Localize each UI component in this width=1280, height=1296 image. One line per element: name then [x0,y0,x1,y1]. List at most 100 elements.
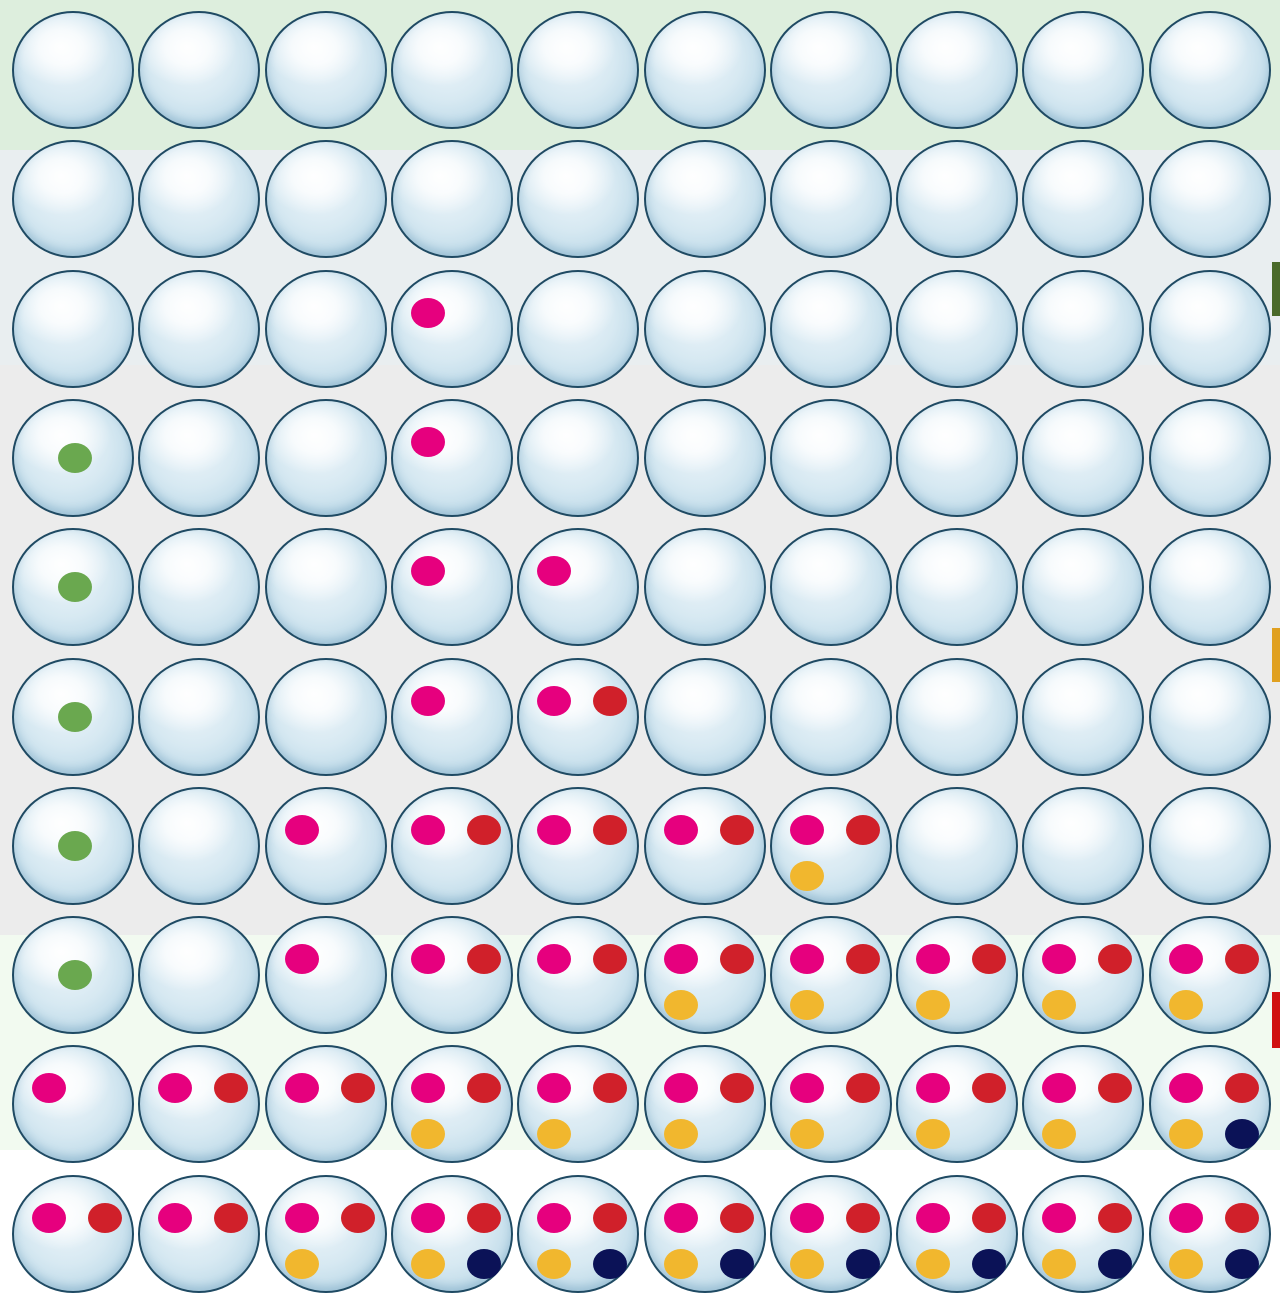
tube-cell [138,1175,260,1293]
red-dot [467,1073,501,1103]
tube-cell [517,528,639,646]
red-dot [88,1203,122,1233]
red-dot [972,944,1006,974]
magenta-dot [158,1203,192,1233]
tube-cell [896,916,1018,1034]
tube-cell [265,916,387,1034]
magenta-dot [285,1073,319,1103]
green-dot [58,443,92,473]
tube-cell [138,1045,260,1163]
tube-cell [1022,1175,1144,1293]
yellow-dot [1042,1119,1076,1149]
red-dot [341,1203,375,1233]
tube-cell [644,399,766,517]
tube-cell [391,787,513,905]
yellow-dot [1042,1249,1076,1279]
tube-cell [138,916,260,1034]
tube-cell [896,270,1018,388]
magenta-dot [1169,1203,1203,1233]
red-dot [846,1073,880,1103]
tube-cell [391,1175,513,1293]
tube-cell [770,787,892,905]
tube-cell [391,658,513,776]
tube-cell [644,528,766,646]
magenta-dot [411,556,445,586]
tube-cell [1149,528,1271,646]
tube-cell [1022,916,1144,1034]
red-dot [1225,1203,1259,1233]
tube-cell [1149,399,1271,517]
tube-cell [138,270,260,388]
red-dot [1098,1203,1132,1233]
tube-cell [770,1175,892,1293]
tube-cell [1149,916,1271,1034]
red-dot [846,944,880,974]
tube-cell [138,528,260,646]
red-dot [214,1203,248,1233]
tube-cell [1022,270,1144,388]
tube-cell [644,270,766,388]
tube-cell [517,1175,639,1293]
magenta-dot [411,815,445,845]
red-dot [720,944,754,974]
magenta-dot [790,1203,824,1233]
magenta-dot [1169,944,1203,974]
red-dot [593,686,627,716]
green-dot [58,572,92,602]
navy-dot [1225,1249,1259,1279]
tube-cell [265,11,387,129]
tube-cell [1022,1045,1144,1163]
tube-cell [265,140,387,258]
tube-cell [1149,11,1271,129]
magenta-dot [537,1073,571,1103]
yellow-dot [790,1119,824,1149]
tube-cell [770,658,892,776]
tube-cell [770,11,892,129]
tube-cell [265,787,387,905]
navy-dot [1098,1249,1132,1279]
tube-cell [517,1045,639,1163]
tube-cell [517,399,639,517]
tube-cell [896,399,1018,517]
red-dot [972,1203,1006,1233]
tube-cell [770,140,892,258]
magenta-dot [285,944,319,974]
navy-dot [593,1249,627,1279]
magenta-dot [411,944,445,974]
yellow-dot [1169,990,1203,1020]
tube-cell [1022,11,1144,129]
magenta-dot [411,427,445,457]
tube-cell [265,1045,387,1163]
yellow-dot [411,1249,445,1279]
tube-cell [12,270,134,388]
yellow-dot [285,1249,319,1279]
tube-cell [770,270,892,388]
magenta-dot [790,1073,824,1103]
tube-cell [138,399,260,517]
magenta-dot [1042,944,1076,974]
tube-cell [138,140,260,258]
tube-cell [391,528,513,646]
red-dot [720,1073,754,1103]
green-dot [58,831,92,861]
red-dot [846,815,880,845]
yellow-dot [916,990,950,1020]
yellow-dot [916,1249,950,1279]
navy-dot [1225,1119,1259,1149]
tube-cell [644,658,766,776]
navy-dot [972,1249,1006,1279]
red-dot [972,1073,1006,1103]
magenta-dot [664,944,698,974]
tube-cell [1149,787,1271,905]
tube-cell [12,399,134,517]
yellow-dot [790,861,824,891]
tube-cell [265,658,387,776]
tube-cell [138,787,260,905]
yellow-dot [916,1119,950,1149]
tube-cell [265,270,387,388]
yellow-dot [664,1119,698,1149]
red-dot [593,944,627,974]
magenta-dot [790,944,824,974]
magenta-dot [1042,1203,1076,1233]
